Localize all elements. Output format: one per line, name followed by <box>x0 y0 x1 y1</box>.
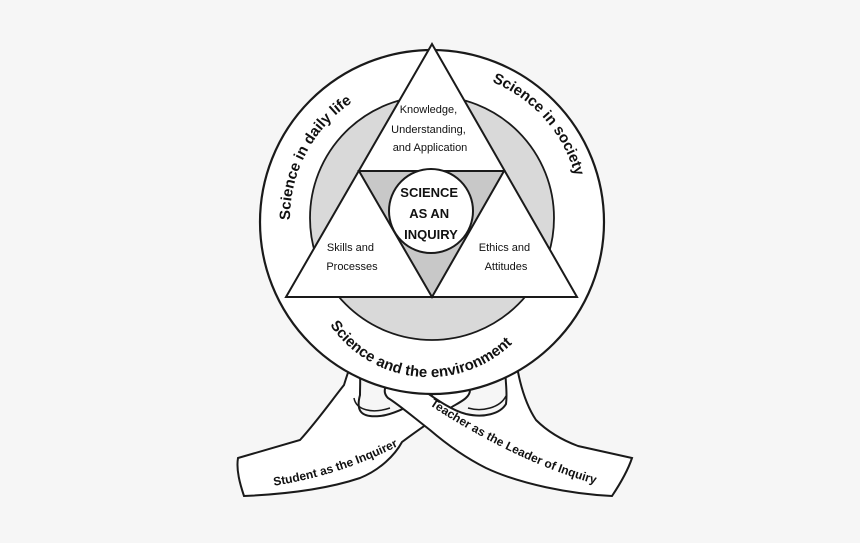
core-circle <box>388 168 474 254</box>
teacher-hand-shape <box>383 363 634 498</box>
left-triangle-line-2: Processes <box>326 261 378 273</box>
right-triangle-line-2: Attitudes <box>485 261 528 273</box>
right-triangle-line-1: Ethics and <box>479 242 530 254</box>
left-triangle-line-1: Skills and <box>327 242 374 254</box>
core-line-3: INQUIRY <box>404 227 458 242</box>
left-finger-line <box>353 397 391 412</box>
core-line-2: AS AN <box>409 206 449 221</box>
top-triangle-line-2: Understanding, <box>391 124 466 136</box>
left-triangle-label: Skills and Processes <box>326 242 378 273</box>
top-triangle-label: Knowledge, Understanding, and Applicatio… <box>391 104 469 154</box>
top-triangle-line-1: Knowledge, <box>400 104 458 116</box>
right-triangle-label: Ethics and Attitudes <box>479 242 533 273</box>
top-triangle-line-3: and Application <box>393 142 468 154</box>
right-finger-line <box>467 395 507 411</box>
hands-group: Student as the Inquirer Teacher as the L… <box>236 362 634 498</box>
core-line-1: SCIENCE <box>400 185 458 200</box>
core-label: SCIENCE AS AN INQUIRY <box>400 185 461 242</box>
